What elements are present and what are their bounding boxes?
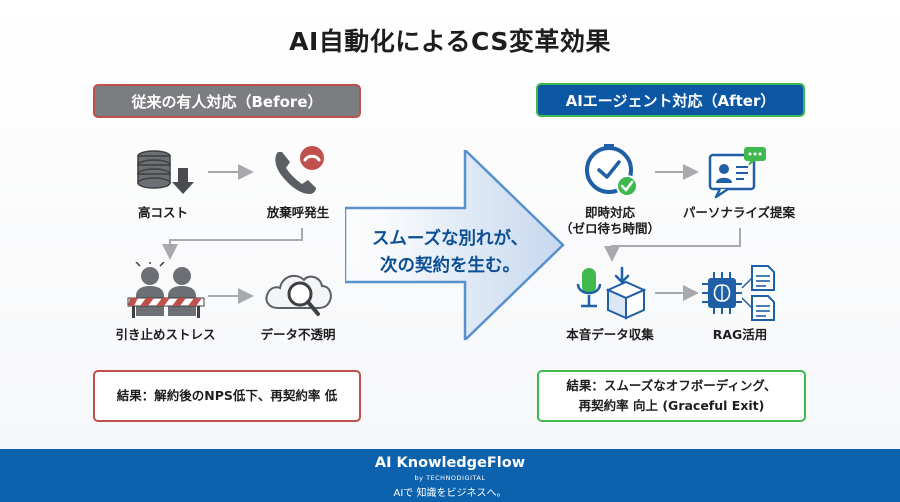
before-item-retention-stress: 引き止めストレス [115,327,216,342]
transition-message: スムーズな別れが、 次の契約を生む。 [355,226,545,280]
cloud-search-icon [265,274,332,316]
after-item-honest-data: 本音データ収集 [566,327,654,342]
footer-brand: AI KnowledgeFlow [374,455,526,471]
page-title: AI自動化によるCS変革効果 [289,27,611,56]
after-header: AIエージェント対応（After） [536,83,805,117]
microphone-box-icon [576,266,647,320]
stress-people-icon [127,262,205,318]
transition-line-1: スムーズな別れが、 [371,229,529,249]
ai-chip-docs-icon [702,265,775,321]
before-item-abandoned-calls: 放棄呼発生 [266,205,330,220]
after-result-line-1: 結果：スムーズなオフボーディング、 [566,378,777,393]
footer-bar: AI KnowledgeFlow by TECHNODIGITAL AIで 知識… [0,449,900,502]
after-item-personalized-proposal: パーソナライズ提案 [682,205,796,220]
phone-hangup-icon [275,146,324,194]
footer-byline: by TECHNODIGITAL [414,474,486,482]
clock-check-icon [585,144,638,197]
footer-tagline: AIで 知識をビジネスへ。 [393,488,507,499]
after-result-line-2: 再契約率 向上 (Graceful Exit) [578,398,765,413]
before-item-opaque-data: データ不透明 [260,327,336,342]
before-item-high-cost: 高コスト [137,205,188,220]
transition-line-2: 次の契約を生む。 [380,256,520,276]
before-header: 従来の有人対応（Before） [93,84,361,118]
coin-stack-icon [137,150,194,194]
transition-arrow-icon [345,150,565,340]
after-item-instant-response: 即時対応 [584,205,635,220]
after-item-rag: RAG活用 [712,327,768,342]
before-result-box: 結果：解約後のNPS低下、再契約率 低 [93,370,361,422]
after-result-box: 結果：スムーズなオフボーディング、 再契約率 向上 (Graceful Exit… [537,370,806,422]
after-item-zero-wait: （ゼロ待ち時間） [559,221,660,236]
before-result-text: 結果：解約後のNPS低下、再契約率 低 [116,388,338,403]
profile-chat-icon [708,147,766,199]
